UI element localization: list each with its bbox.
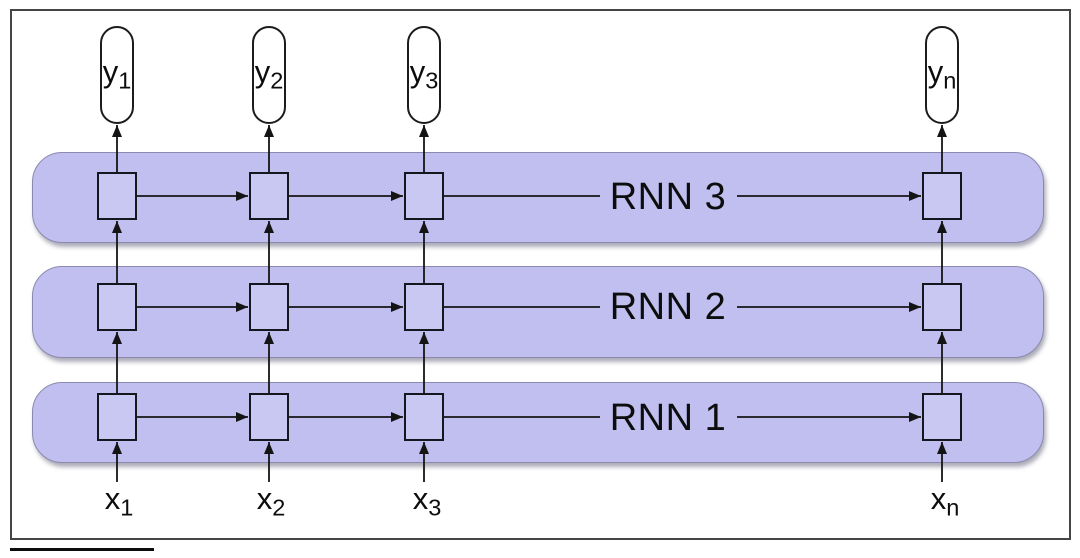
cell-rnn1-tn (922, 393, 962, 441)
input-label-x2: x2 (257, 483, 286, 520)
label-base: x (256, 481, 273, 516)
cell-rnn3-tn (922, 172, 962, 220)
label-base: y (409, 54, 426, 90)
label-base: x (104, 481, 121, 516)
label-base: y (927, 54, 944, 90)
cell-rnn1-t2 (249, 393, 289, 441)
output-node-y2: y2 (252, 26, 286, 124)
output-label: y2 (255, 56, 284, 93)
label-subscript: 1 (118, 68, 132, 95)
output-node-y3: y3 (407, 26, 441, 124)
label-base: y (102, 54, 119, 90)
output-node-y1: y1 (100, 26, 134, 124)
cell-rnn3-t3 (404, 172, 444, 220)
footnote-rule (10, 548, 154, 551)
rnn-band-2 (32, 266, 1044, 358)
label-subscript: n (943, 68, 957, 95)
cell-rnn3-t2 (249, 172, 289, 220)
output-node-yn: yn (925, 26, 959, 124)
label-subscript: 1 (120, 494, 134, 521)
label-subscript: 3 (428, 494, 442, 521)
output-label: y1 (103, 56, 132, 93)
cell-rnn1-t3 (404, 393, 444, 441)
rnn-band-3 (32, 152, 1044, 243)
input-label-x1: x1 (105, 483, 134, 520)
label-base: x (930, 481, 947, 516)
rnn-band-2-label: RNN 2 (609, 286, 727, 328)
cell-rnn1-t1 (97, 393, 137, 441)
cell-rnn2-t2 (249, 283, 289, 331)
rnn-band-1 (32, 382, 1044, 463)
label-subscript: 3 (425, 68, 439, 95)
label-base: y (254, 54, 271, 90)
input-label-x3: x3 (413, 483, 442, 520)
output-label: y3 (410, 56, 439, 93)
cell-rnn2-t3 (404, 283, 444, 331)
label-subscript: 2 (272, 494, 286, 521)
label-subscript: 2 (270, 68, 284, 95)
diagram-frame (10, 9, 1071, 540)
rnn-band-3-label: RNN 3 (609, 176, 727, 218)
label-base: x (412, 481, 429, 516)
input-label-xn: xn (931, 483, 960, 520)
label-subscript: n (946, 494, 960, 521)
cell-rnn2-tn (922, 283, 962, 331)
cell-rnn2-t1 (97, 283, 137, 331)
rnn-band-1-label: RNN 1 (609, 397, 727, 439)
cell-rnn3-t1 (97, 172, 137, 220)
output-label: yn (928, 56, 957, 93)
